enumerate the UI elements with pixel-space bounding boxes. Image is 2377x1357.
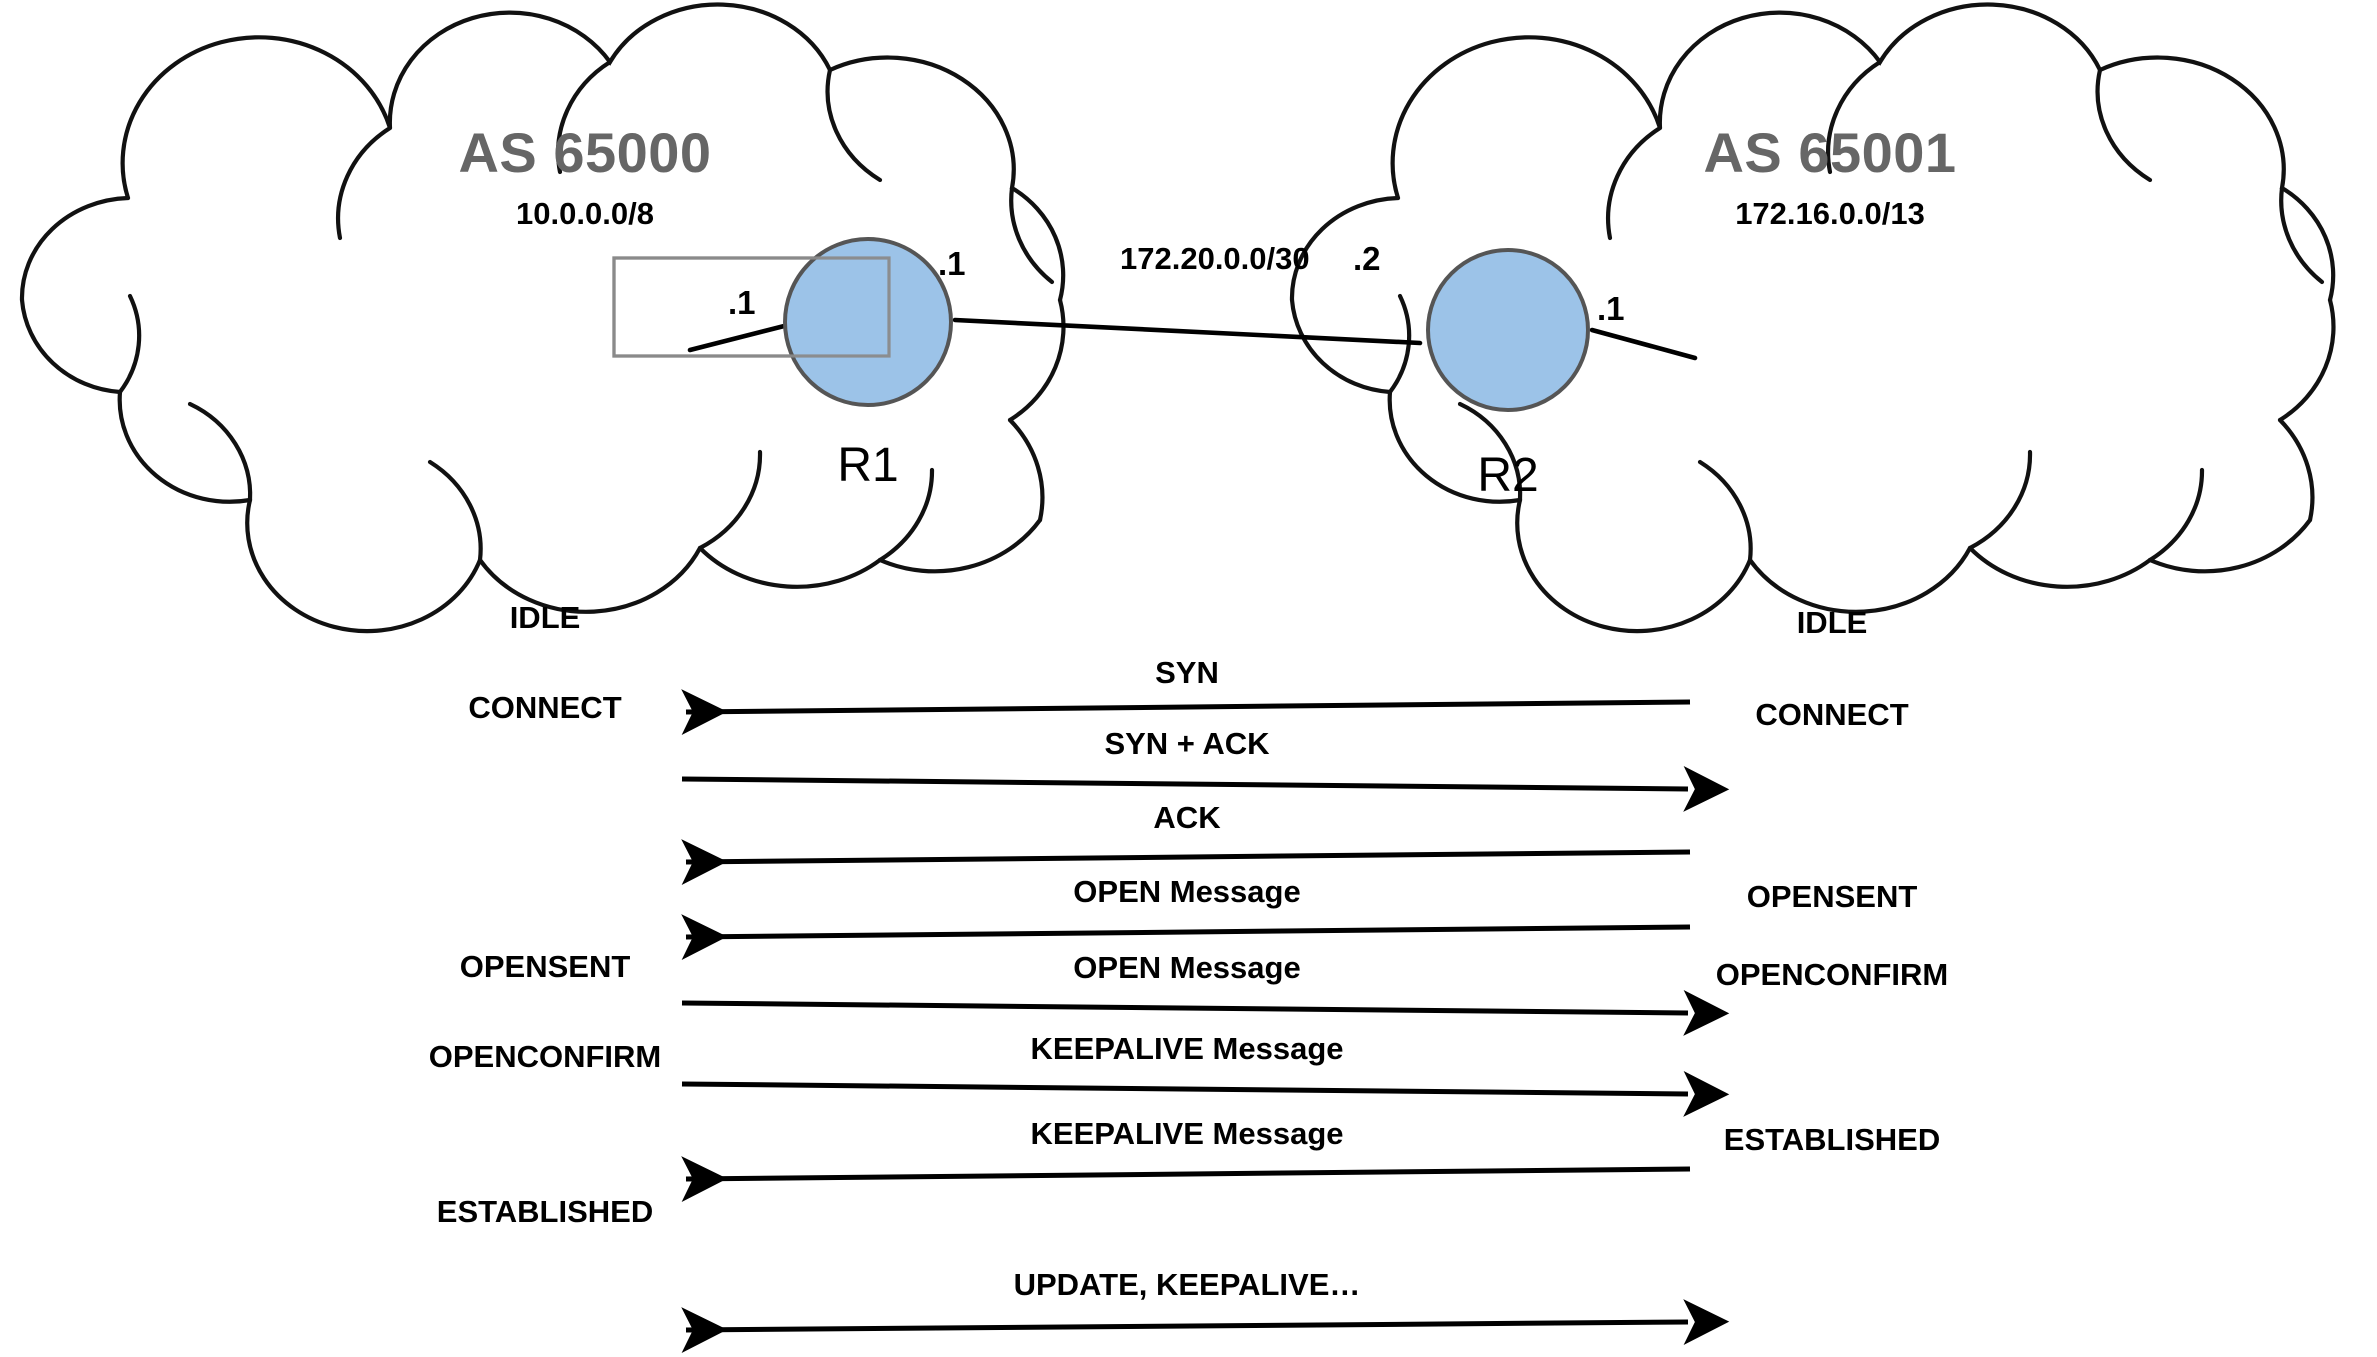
message-label-keepalive-2: KEEPALIVE Message [1030, 1116, 1344, 1151]
arrow-keepalive-2 [681, 1156, 1691, 1202]
router-r2-shape [1426, 248, 1590, 412]
arrow-open-1 [681, 914, 1691, 960]
state-left-openconfirm: OPENCONFIRM [428, 1039, 662, 1074]
link-network-label: 172.20.0.0/30 [1120, 241, 1310, 276]
state-left-connect: CONNECT [468, 690, 622, 725]
message-label-keepalive-1: KEEPALIVE Message [1030, 1031, 1344, 1066]
cloud-as-65000 [19, 2, 1066, 634]
state-left-opensent: OPENSENT [459, 949, 631, 984]
arrow-open-2 [681, 990, 1730, 1036]
as-label-right: AS 65001 [1703, 121, 1957, 184]
state-right-established: ESTABLISHED [1723, 1122, 1941, 1157]
router-label-r2: R2 [1477, 449, 1539, 502]
arrow-syn [681, 689, 1691, 735]
interface-label-r2-wan: .2 [1353, 240, 1381, 277]
state-right-idle: IDLE [1796, 605, 1868, 640]
network-links [687, 317, 1698, 361]
message-label-open-2: OPEN Message [1073, 950, 1301, 985]
state-left-established: ESTABLISHED [436, 1194, 654, 1229]
cloud-as-65001 [1289, 2, 2336, 634]
arrow-ack [681, 839, 1691, 885]
as-network-right: 172.16.0.0/13 [1735, 196, 1925, 231]
message-label-ack: ACK [1153, 800, 1221, 835]
message-label-update-keepalive: UPDATE, KEEPALIVE… [1013, 1267, 1361, 1302]
r1-rectangle-overlay [612, 256, 891, 358]
interface-label-r1-lan: .1 [728, 284, 756, 321]
as-label-left: AS 65000 [458, 121, 712, 184]
arrow-keepalive-1 [681, 1071, 1730, 1117]
sequence-arrows [681, 689, 1730, 1353]
arrow-syn-ack [681, 766, 1730, 812]
message-label-syn: SYN [1155, 655, 1219, 690]
message-label-open-1: OPEN Message [1073, 874, 1301, 909]
state-right-openconfirm: OPENCONFIRM [1715, 957, 1949, 992]
interface-label-r2-lan: .1 [1597, 290, 1625, 327]
message-label-syn-ack: SYN + ACK [1104, 726, 1270, 761]
router-r1-shape [783, 237, 953, 407]
as-network-left: 10.0.0.0/8 [516, 196, 654, 231]
state-right-connect: CONNECT [1755, 697, 1909, 732]
interface-label-r1-wan: .1 [938, 245, 966, 282]
router-label-r1: R1 [837, 439, 899, 492]
state-left-idle: IDLE [509, 600, 581, 635]
arrow-update-keepalive [681, 1299, 1730, 1353]
state-right-opensent: OPENSENT [1746, 879, 1918, 914]
